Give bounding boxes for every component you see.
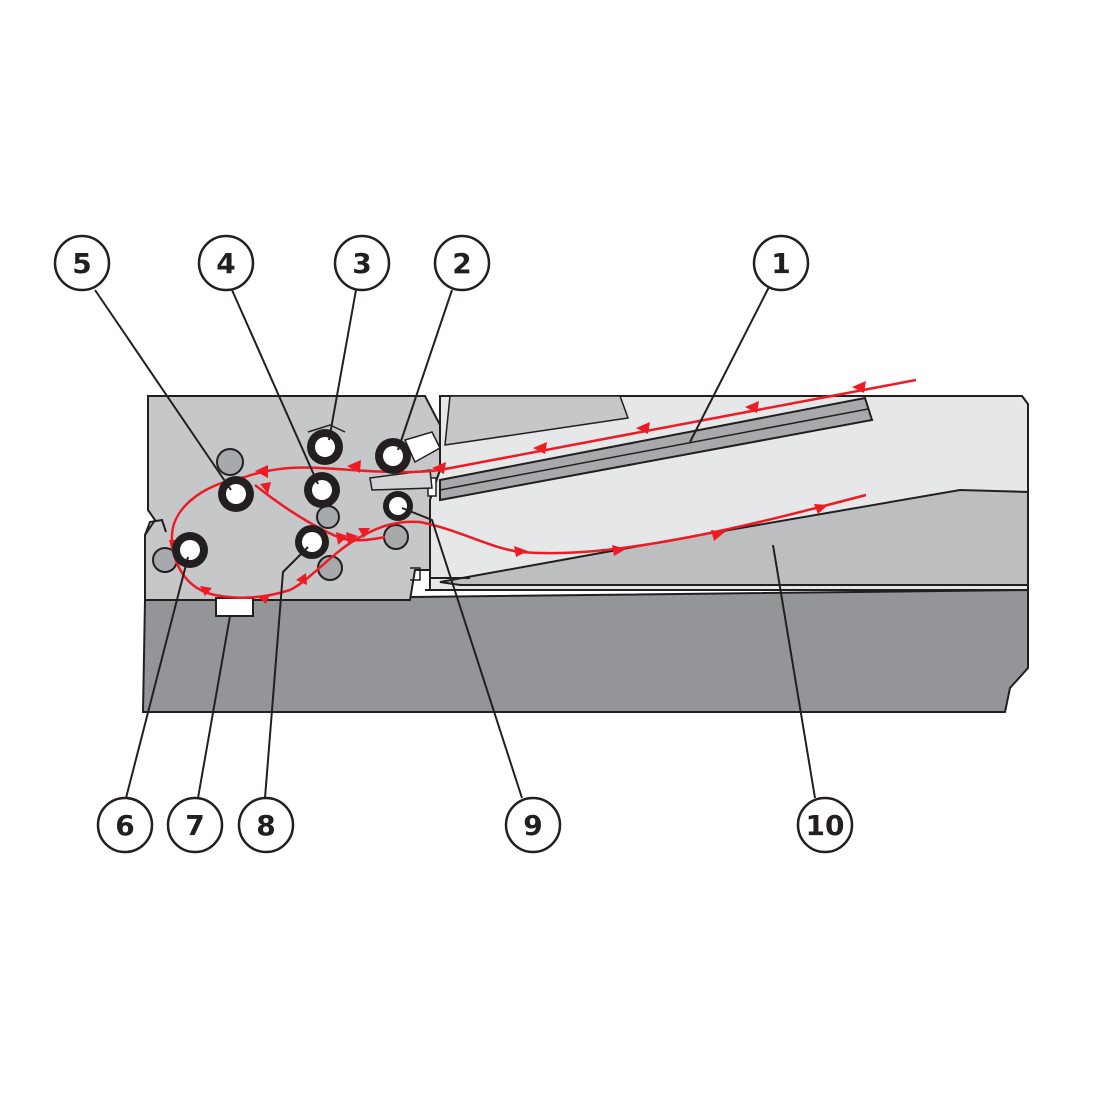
- path-arrow: [346, 532, 358, 544]
- roller-5: [218, 476, 254, 512]
- leader-lines: [94, 286, 816, 799]
- callout-label-4: 4: [216, 247, 235, 280]
- input-tray-edge: [439, 408, 869, 491]
- callout-label-9: 9: [523, 809, 542, 842]
- roller-6: [172, 532, 208, 568]
- leader-line-1: [689, 286, 770, 443]
- callout-label-5: 5: [72, 247, 91, 280]
- roller-4: [304, 472, 340, 508]
- roller-2: [375, 438, 411, 474]
- path-arrow: [852, 381, 866, 393]
- leader-line-2: [397, 289, 453, 451]
- leader-line-7: [197, 615, 231, 799]
- path-arrow: [533, 442, 547, 454]
- callout-10: 10: [796, 796, 854, 854]
- path-arrow: [514, 546, 528, 557]
- leader-line-10: [772, 544, 816, 799]
- callout-label-10: 10: [806, 809, 845, 842]
- paper-path-exit: [419, 493, 867, 555]
- leader-line-9: [401, 507, 523, 799]
- leader-line-4: [231, 289, 319, 485]
- roller-bracket: [307, 424, 346, 433]
- leader-line-8: [264, 546, 309, 799]
- tray-step: [410, 567, 421, 581]
- path-arrow: [814, 504, 828, 514]
- callout-5: 5: [53, 234, 111, 292]
- callout-label-2: 2: [452, 247, 471, 280]
- path-arrow: [336, 532, 348, 545]
- path-arrow: [258, 594, 270, 604]
- left-notch: [144, 518, 167, 536]
- callout-2: 2: [433, 234, 491, 292]
- callout-8: 8: [237, 796, 295, 854]
- active-rollers: [172, 429, 413, 568]
- leader-line-5: [94, 289, 232, 491]
- path-arrow: [260, 482, 271, 494]
- callout-label-8: 8: [256, 809, 275, 842]
- paper-path-return: [254, 484, 386, 542]
- path-arrow: [255, 465, 268, 478]
- path-arrow: [432, 462, 446, 474]
- path-arrow: [358, 528, 370, 538]
- path-arrow: [200, 586, 212, 596]
- roller-3: [307, 429, 343, 465]
- idle-roller: [316, 505, 340, 529]
- scanner-housing: [141, 395, 1029, 713]
- path-arrow: [296, 573, 307, 585]
- callout-6: 6: [96, 796, 154, 854]
- callout-label-7: 7: [185, 809, 204, 842]
- path-arrow: [745, 401, 759, 413]
- scan-sensor: [215, 597, 254, 617]
- path-arrow: [711, 530, 725, 541]
- callout-9: 9: [504, 796, 562, 854]
- output-tray-body: [439, 488, 1029, 586]
- roller-9: [383, 491, 413, 521]
- leader-line-6: [125, 556, 189, 799]
- callouts: 1 2 3 4 5 6 7 8: [53, 234, 854, 854]
- path-arrow: [636, 422, 650, 434]
- path-arrow: [347, 460, 361, 473]
- idle-roller: [216, 448, 244, 476]
- callout-label-3: 3: [352, 247, 371, 280]
- callout-label-1: 1: [771, 247, 790, 280]
- callout-1: 1: [752, 234, 810, 292]
- pick-guide: [403, 431, 441, 464]
- callout-3: 3: [333, 234, 391, 292]
- callout-7: 7: [166, 796, 224, 854]
- callout-4: 4: [197, 234, 255, 292]
- callout-label-6: 6: [115, 809, 134, 842]
- idle-roller: [383, 524, 409, 550]
- path-arrow: [612, 545, 626, 556]
- leader-line-3: [328, 289, 357, 441]
- input-tray-cover: [444, 395, 630, 446]
